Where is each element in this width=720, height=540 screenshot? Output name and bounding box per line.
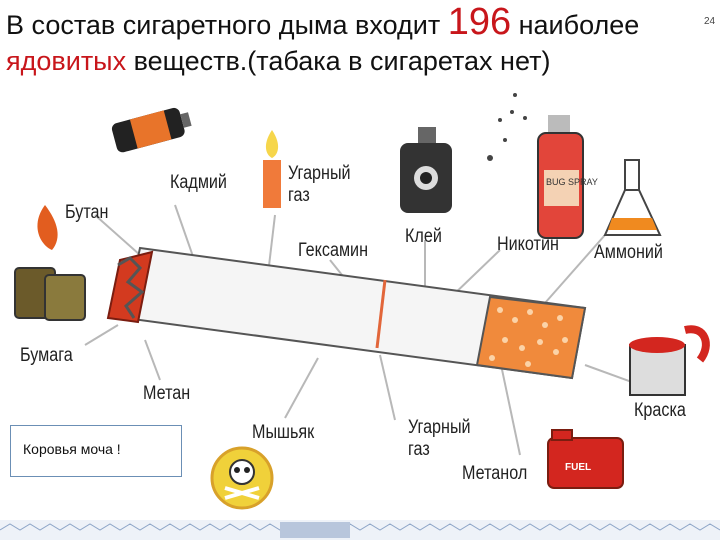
title-part2: наиболее [511,10,640,40]
label-carbon-monoxide-top: Угарный газ [288,163,351,206]
battery-icon [111,107,192,153]
title-part1: В состав сигаретного дыма входит [6,10,448,40]
pointer-lines [84,204,641,456]
glue-bottle-icon [400,127,452,213]
cigarette [106,246,587,380]
label-methanol: Метанол [462,463,528,484]
label-arsenic: Мышьяк [252,422,315,443]
title-part3: веществ.(табака в сигаретах нет) [126,46,551,76]
label-butane: Бутан [65,202,109,223]
paint-can-icon [629,325,710,396]
label-carbon-monoxide-bottom: Угарный газ [408,417,471,460]
label-ammonia: Аммоний [594,242,663,263]
can-label: BUG SPRAY [546,177,598,187]
fuel-can-icon: FUEL [547,429,624,489]
spray-can-icon: BUG SPRAY [487,93,598,239]
page-number: 24 [704,16,716,27]
fuel-label: FUEL [565,462,591,473]
note-text: Коровья моча ! [23,441,121,457]
candle-icon [263,130,281,208]
label-methane: Метан [143,383,191,404]
title-number: 196 [447,1,512,43]
flask-icon [603,159,662,236]
label-nicotine: Никотин [497,234,559,255]
label-paint: Краска [634,400,686,421]
lighter-icon [14,205,86,321]
label-cadmium: Кадмий [170,172,227,193]
bottom-decorative-band [0,520,720,540]
label-glue: Клей [405,226,442,247]
slide-title: В состав сигаретного дыма входит 196 наи… [6,1,696,79]
skull-icon [210,446,274,510]
note-box: Коровья моча ! [10,425,182,477]
title-red-word: ядовитых [6,46,127,76]
label-paper: Бумага [20,345,73,366]
label-hexamine: Гексамин [298,240,369,261]
